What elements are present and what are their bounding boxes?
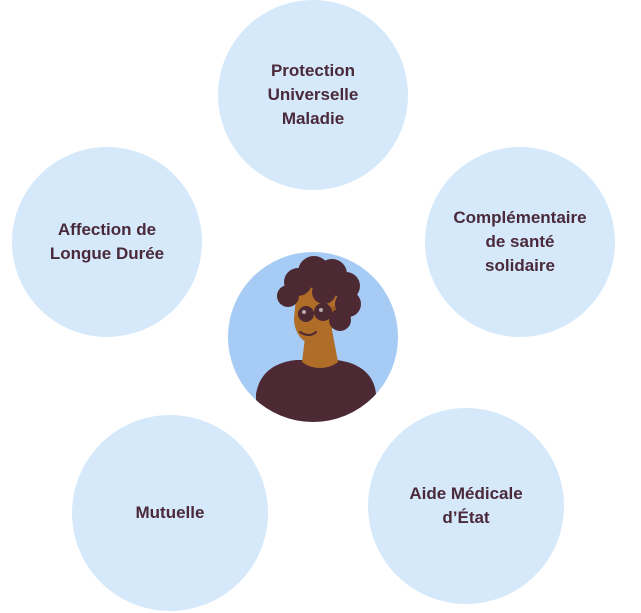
bubble-label-left: Affection de Longue Durée — [49, 220, 165, 263]
bubble-affection-longue-duree: Affection de Longue Durée — [12, 147, 202, 337]
bubble-mutuelle: Mutuelle — [72, 415, 268, 611]
bubble-aide-medicale-etat: Aide Médicale d’État — [368, 408, 564, 604]
bubble-protection-universelle-maladie: Protection Universelle Maladie — [218, 0, 408, 190]
person-avatar — [228, 252, 398, 422]
bubble-label-right: Complémentaire de santé solidaire — [453, 208, 587, 275]
person-illustration — [256, 256, 376, 422]
bubble-complementaire-sante-solidaire: Complémentaire de santé solidaire — [425, 147, 615, 337]
bubble-label-top: Protection Universelle Maladie — [267, 61, 359, 128]
bubble-label-bottom-right: Aide Médicale d’État — [409, 484, 523, 527]
bubble-label-bottom-left: Mutuelle — [135, 503, 205, 522]
